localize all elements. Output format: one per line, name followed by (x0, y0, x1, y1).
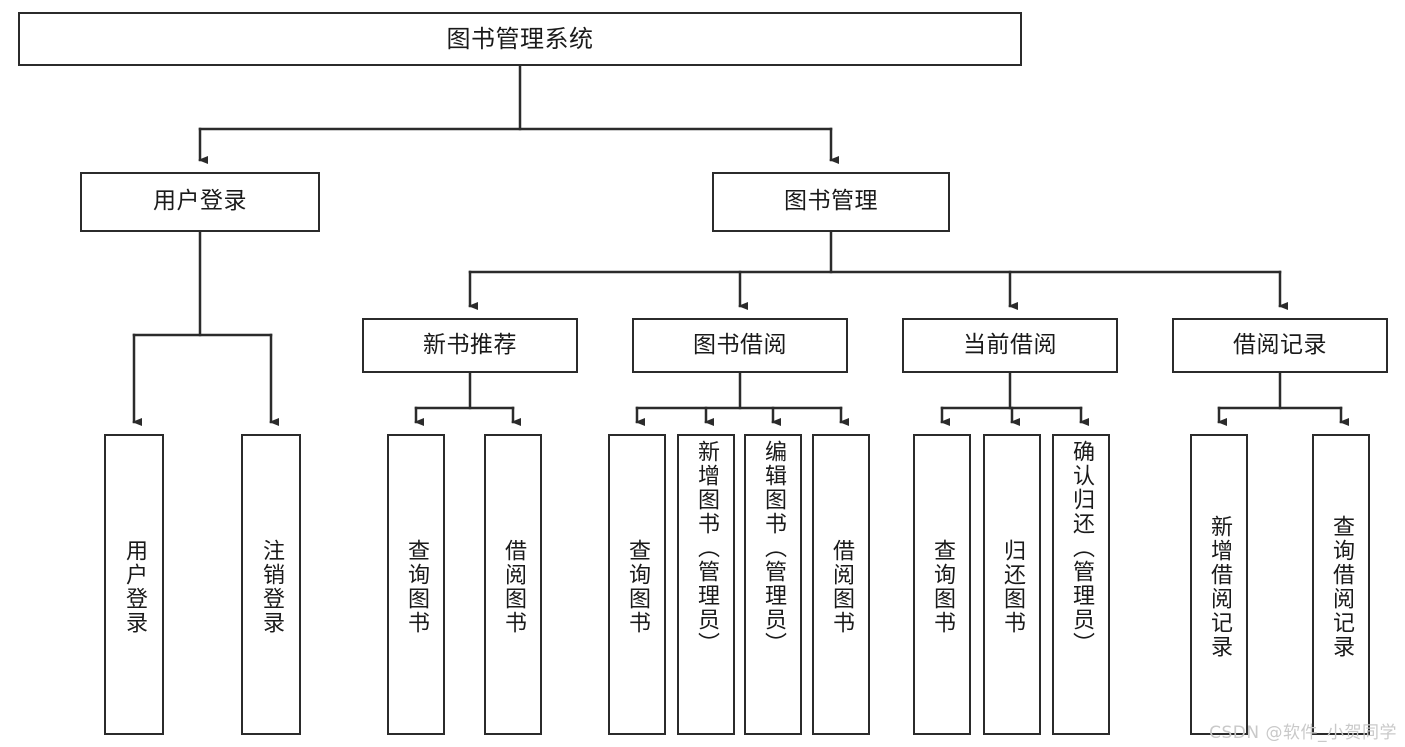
node-leaf-add-borrow-record[interactable]: 新增借阅记录 (1190, 434, 1248, 735)
node-current-borrow[interactable]: 当前借阅 (902, 318, 1118, 373)
node-leaf-borrow-book-1[interactable]: 借阅图书 (484, 434, 542, 735)
node-leaf-query-book-1-label: 查询图书 (403, 538, 429, 635)
node-root[interactable]: 图书管理系统 (18, 12, 1022, 66)
node-new-book-recommend-label: 新书推荐 (423, 331, 517, 358)
node-current-borrow-label: 当前借阅 (963, 331, 1057, 358)
node-leaf-query-book-2[interactable]: 查询图书 (608, 434, 666, 735)
node-leaf-add-book-admin[interactable]: 新增图书（管理员） (677, 434, 735, 735)
node-leaf-borrow-book-2-label: 借阅图书 (828, 538, 854, 635)
node-leaf-query-book-3-label: 查询图书 (929, 538, 955, 635)
node-borrow-record[interactable]: 借阅记录 (1172, 318, 1388, 373)
node-leaf-edit-book-admin[interactable]: 编辑图书（管理员） (744, 434, 802, 735)
node-leaf-user-login[interactable]: 用户登录 (104, 434, 164, 735)
node-leaf-return-book-label: 归还图书 (999, 538, 1025, 635)
node-leaf-edit-book-admin-label: 编辑图书（管理员） (760, 440, 786, 656)
node-leaf-add-borrow-record-label: 新增借阅记录 (1206, 514, 1232, 659)
node-leaf-add-book-admin-label: 新增图书（管理员） (693, 440, 719, 656)
node-book-manage[interactable]: 图书管理 (712, 172, 950, 232)
node-leaf-query-book-2-label: 查询图书 (624, 538, 650, 635)
node-leaf-logout[interactable]: 注销登录 (241, 434, 301, 735)
node-book-borrow-label: 图书借阅 (693, 331, 787, 358)
node-user-login-label: 用户登录 (153, 188, 247, 215)
node-leaf-borrow-book-2[interactable]: 借阅图书 (812, 434, 870, 735)
node-leaf-confirm-return-admin-label: 确认归还（管理员） (1068, 440, 1094, 656)
watermark: CSDN @软件_小贺同学 (1209, 723, 1397, 743)
node-leaf-user-login-label: 用户登录 (121, 538, 147, 635)
node-book-borrow[interactable]: 图书借阅 (632, 318, 848, 373)
node-borrow-record-label: 借阅记录 (1233, 331, 1327, 358)
node-leaf-query-borrow-record-label: 查询借阅记录 (1328, 514, 1354, 659)
node-leaf-borrow-book-1-label: 借阅图书 (500, 538, 526, 635)
node-user-login[interactable]: 用户登录 (80, 172, 320, 232)
node-new-book-recommend[interactable]: 新书推荐 (362, 318, 578, 373)
node-book-manage-label: 图书管理 (784, 188, 878, 215)
node-leaf-query-book-1[interactable]: 查询图书 (387, 434, 445, 735)
node-leaf-confirm-return-admin[interactable]: 确认归还（管理员） (1052, 434, 1110, 735)
node-leaf-query-borrow-record[interactable]: 查询借阅记录 (1312, 434, 1370, 735)
node-leaf-logout-label: 注销登录 (258, 538, 284, 635)
node-root-label: 图书管理系统 (446, 24, 594, 53)
node-leaf-query-book-3[interactable]: 查询图书 (913, 434, 971, 735)
node-leaf-return-book[interactable]: 归还图书 (983, 434, 1041, 735)
